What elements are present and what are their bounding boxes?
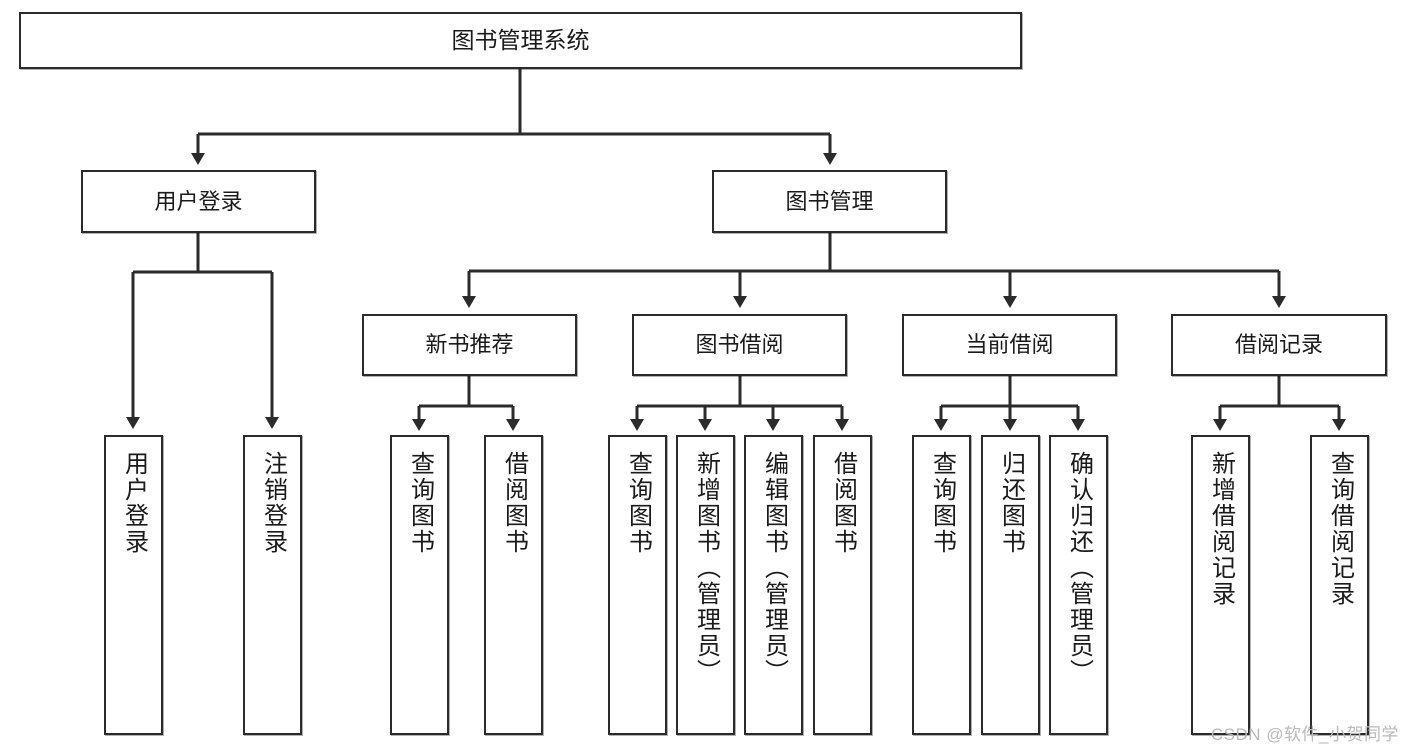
node-label: 用户登录 bbox=[120, 451, 148, 555]
node-label: 图书借阅 bbox=[695, 332, 784, 358]
node-leaf-query-borrow-record[interactable]: 查询借阅记录 bbox=[1310, 435, 1369, 735]
node-leaf-return-book[interactable]: 归还图书 bbox=[981, 435, 1040, 735]
node-current-borrow[interactable]: 当前借阅 bbox=[902, 314, 1117, 376]
node-leaf-borrow-book-1[interactable]: 借阅图书 bbox=[484, 435, 543, 735]
node-label: 确认归还（管理员） bbox=[1065, 451, 1093, 685]
node-leaf-add-book[interactable]: 新增图书（管理员） bbox=[676, 435, 735, 735]
node-leaf-borrow-book-2[interactable]: 借阅图书 bbox=[813, 435, 872, 735]
node-label: 归还图书 bbox=[997, 451, 1025, 555]
node-label: 图书管理 bbox=[785, 188, 874, 214]
node-leaf-query-book-1[interactable]: 查询图书 bbox=[390, 435, 449, 735]
node-book-borrow[interactable]: 图书借阅 bbox=[632, 314, 847, 376]
node-label: 查询图书 bbox=[928, 451, 956, 555]
node-leaf-confirm-return[interactable]: 确认归还（管理员） bbox=[1049, 435, 1108, 735]
node-label: 查询图书 bbox=[406, 451, 434, 555]
node-label: 编辑图书（管理员） bbox=[760, 451, 788, 685]
node-label: 新书推荐 bbox=[425, 332, 514, 358]
node-label: 注销登录 bbox=[259, 451, 287, 555]
node-label: 用户登录 bbox=[154, 188, 243, 214]
node-label: 新增图书（管理员） bbox=[692, 451, 720, 685]
node-label: 新增借阅记录 bbox=[1207, 451, 1235, 607]
node-label: 借阅图书 bbox=[829, 451, 857, 555]
node-leaf-logout-login[interactable]: 注销登录 bbox=[243, 435, 302, 735]
node-leaf-edit-book[interactable]: 编辑图书（管理员） bbox=[744, 435, 803, 735]
node-leaf-add-borrow-record[interactable]: 新增借阅记录 bbox=[1191, 435, 1250, 735]
node-root-book-management-system[interactable]: 图书管理系统 bbox=[19, 12, 1022, 69]
node-label: 借阅记录 bbox=[1234, 332, 1323, 358]
node-borrow-record[interactable]: 借阅记录 bbox=[1171, 314, 1387, 376]
node-label: 图书管理系统 bbox=[451, 26, 590, 53]
node-user-login[interactable]: 用户登录 bbox=[81, 170, 316, 233]
watermark-text: CSDN @软件_小贺同学 bbox=[1210, 725, 1399, 744]
node-label: 借阅图书 bbox=[500, 451, 528, 555]
node-book-management[interactable]: 图书管理 bbox=[712, 170, 947, 233]
node-label: 查询图书 bbox=[624, 451, 652, 555]
node-label: 当前借阅 bbox=[965, 332, 1054, 358]
node-leaf-user-login[interactable]: 用户登录 bbox=[104, 435, 163, 735]
node-leaf-query-book-2[interactable]: 查询图书 bbox=[608, 435, 667, 735]
node-new-book-recommend[interactable]: 新书推荐 bbox=[362, 314, 577, 376]
node-label: 查询借阅记录 bbox=[1326, 451, 1354, 607]
node-leaf-query-book-3[interactable]: 查询图书 bbox=[912, 435, 971, 735]
